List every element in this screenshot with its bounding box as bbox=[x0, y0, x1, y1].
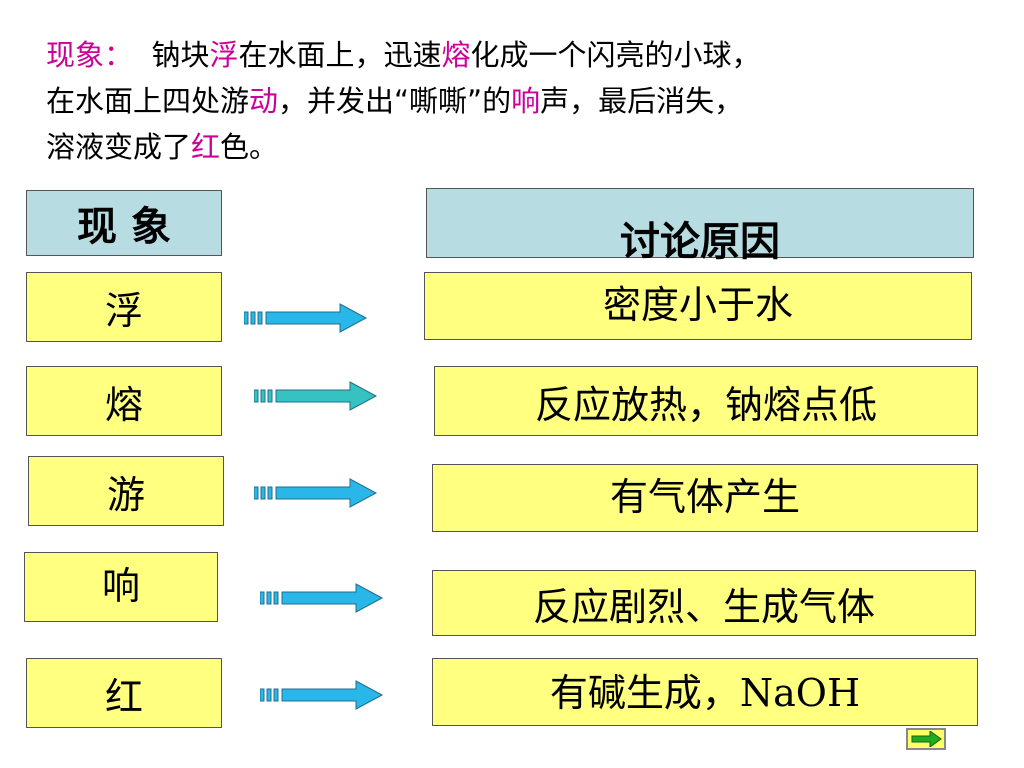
phenomenon-box: 响 bbox=[24, 552, 218, 622]
intro-label: 现象： bbox=[46, 38, 134, 72]
striped-right-arrow-icon bbox=[260, 583, 384, 613]
next-slide-button[interactable] bbox=[906, 728, 946, 750]
intro-text: ，并发出“嘶嘶”的 bbox=[278, 84, 512, 118]
phenomenon-box: 红 bbox=[26, 658, 222, 728]
intro-highlight: 红 bbox=[191, 130, 221, 164]
intro-highlight: 动 bbox=[249, 84, 279, 118]
intro-text: 钠块 bbox=[151, 38, 210, 72]
striped-right-arrow-icon bbox=[260, 680, 384, 710]
phenomenon-box: 熔 bbox=[26, 366, 222, 436]
reason-box: 反应放热，钠熔点低 bbox=[434, 366, 978, 436]
intro-highlight: 浮 bbox=[209, 38, 239, 72]
reason-box: 反应剧烈、生成气体 bbox=[432, 570, 976, 636]
striped-right-arrow-icon bbox=[254, 478, 378, 508]
striped-right-arrow-icon bbox=[244, 303, 368, 333]
intro-text: 溶液变成了 bbox=[46, 130, 192, 164]
intro-text: 色。 bbox=[220, 130, 279, 164]
intro-paragraph: 现象： 钠块浮在水面上，迅速熔化成一个闪亮的小球， 在水面上四处游动，并发出“嘶嘶… bbox=[46, 32, 996, 170]
phenomenon-box: 浮 bbox=[26, 272, 222, 342]
intro-text: 在水面上四处游 bbox=[46, 84, 250, 118]
reason-box: 密度小于水 bbox=[424, 272, 972, 340]
header-phenomenon: 现 象 bbox=[26, 190, 222, 256]
reason-box: 有气体产生 bbox=[432, 464, 978, 532]
striped-right-arrow-icon bbox=[254, 381, 378, 411]
phenomenon-box: 游 bbox=[28, 456, 224, 526]
next-arrow-icon bbox=[911, 731, 942, 747]
intro-highlight: 熔 bbox=[441, 38, 471, 72]
intro-highlight: 响 bbox=[511, 84, 541, 118]
header-reason: 讨论原因 bbox=[426, 188, 974, 265]
intro-text: 化成一个闪亮的小球， bbox=[470, 38, 761, 72]
reason-box: 有碱生成，NaOH bbox=[432, 658, 978, 726]
intro-text: 在水面上，迅速 bbox=[238, 38, 442, 72]
intro-text: 声，最后消失， bbox=[540, 84, 744, 118]
